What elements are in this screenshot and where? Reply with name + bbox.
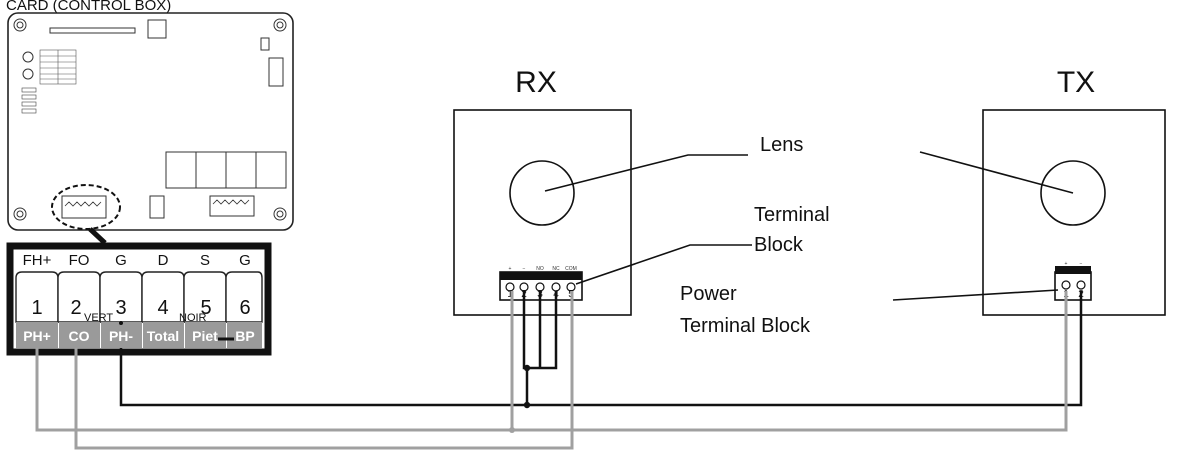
tx-title: TX [1057, 66, 1095, 99]
connector-number-2: 2 [70, 297, 81, 319]
tx-unit: TX 1 2 + − [982, 66, 1166, 316]
connector-label-total: Total [147, 328, 179, 344]
rx-lens [509, 160, 575, 226]
rx-legend-3: NO [536, 266, 544, 272]
connector-label-ph-minus: PH- [109, 328, 133, 344]
mounting-hole [13, 18, 27, 32]
wire-noir-label: NOIR [179, 312, 207, 324]
dip-switch-table [39, 49, 77, 85]
connector-label-ph-plus: PH+ [23, 328, 51, 344]
connector-label-bp: BP [235, 328, 254, 344]
tx-terminal-block: 1 2 + − [1054, 261, 1092, 301]
connector-block: FH+ FO G D S G 1 2 3 4 5 6 VERT NOIR PH+… [6, 242, 272, 356]
callout-power-terminal-block: Terminal Block [680, 315, 811, 337]
connector-header-3: G [115, 252, 127, 269]
callouts [544, 151, 1074, 301]
connector-header-2: FO [69, 252, 90, 269]
callout-block: Block [754, 234, 804, 256]
rx-terminal-leader [575, 244, 752, 285]
zoom-pointer [88, 227, 107, 245]
rx-legend-2: − [523, 266, 526, 272]
black-wire-ph-minus [119, 291, 1083, 407]
mounting-hole [273, 18, 287, 32]
terminal-cups [15, 271, 263, 323]
gray-wire-co [74, 291, 574, 450]
connector-number-4: 4 [157, 297, 168, 319]
rx-jumper-wires [522, 291, 558, 405]
control-board [7, 12, 294, 231]
tx-legend-2: − [1080, 261, 1083, 267]
connector-label-co: CO [69, 328, 90, 344]
rx-legend-1: + [509, 266, 512, 272]
rx-lens-leader [544, 154, 748, 192]
tx-lens-leader [919, 151, 1074, 194]
connector-label-piet: Piet [192, 328, 218, 344]
gray-wire-ph-plus [35, 291, 1068, 432]
wire-vert-label: VERT [84, 312, 113, 324]
callout-lens: Lens [760, 134, 803, 156]
connector-header-6: G [239, 252, 251, 269]
callout-terminal: Terminal [754, 204, 830, 226]
connector-number-6: 6 [239, 297, 250, 319]
rx-legend-5: COM [565, 266, 577, 272]
highlight-circle [51, 184, 121, 230]
connector-number-3: 3 [115, 297, 126, 319]
connector-header-1: FH+ [23, 252, 52, 269]
connector-header-4: D [158, 252, 169, 269]
relay-block-row [165, 151, 287, 189]
mounting-hole [13, 207, 27, 221]
mounting-hole [273, 207, 287, 221]
tx-power-leader [892, 289, 1059, 301]
rx-terminal-1: 1 [507, 289, 513, 300]
rx-unit: RX 1 2 3 4 5 + − NO NC COM [453, 66, 632, 316]
connector-number-1: 1 [31, 297, 42, 319]
connector-number-5: 5 [200, 297, 211, 319]
rx-title: RX [515, 66, 557, 99]
connector-header-5: S [200, 252, 210, 269]
card-caption: CARD (CONTROL BOX) [6, 0, 171, 14]
tx-legend-1: + [1065, 261, 1068, 267]
callout-power: Power [680, 283, 737, 305]
rx-legend-4: NC [552, 266, 560, 272]
